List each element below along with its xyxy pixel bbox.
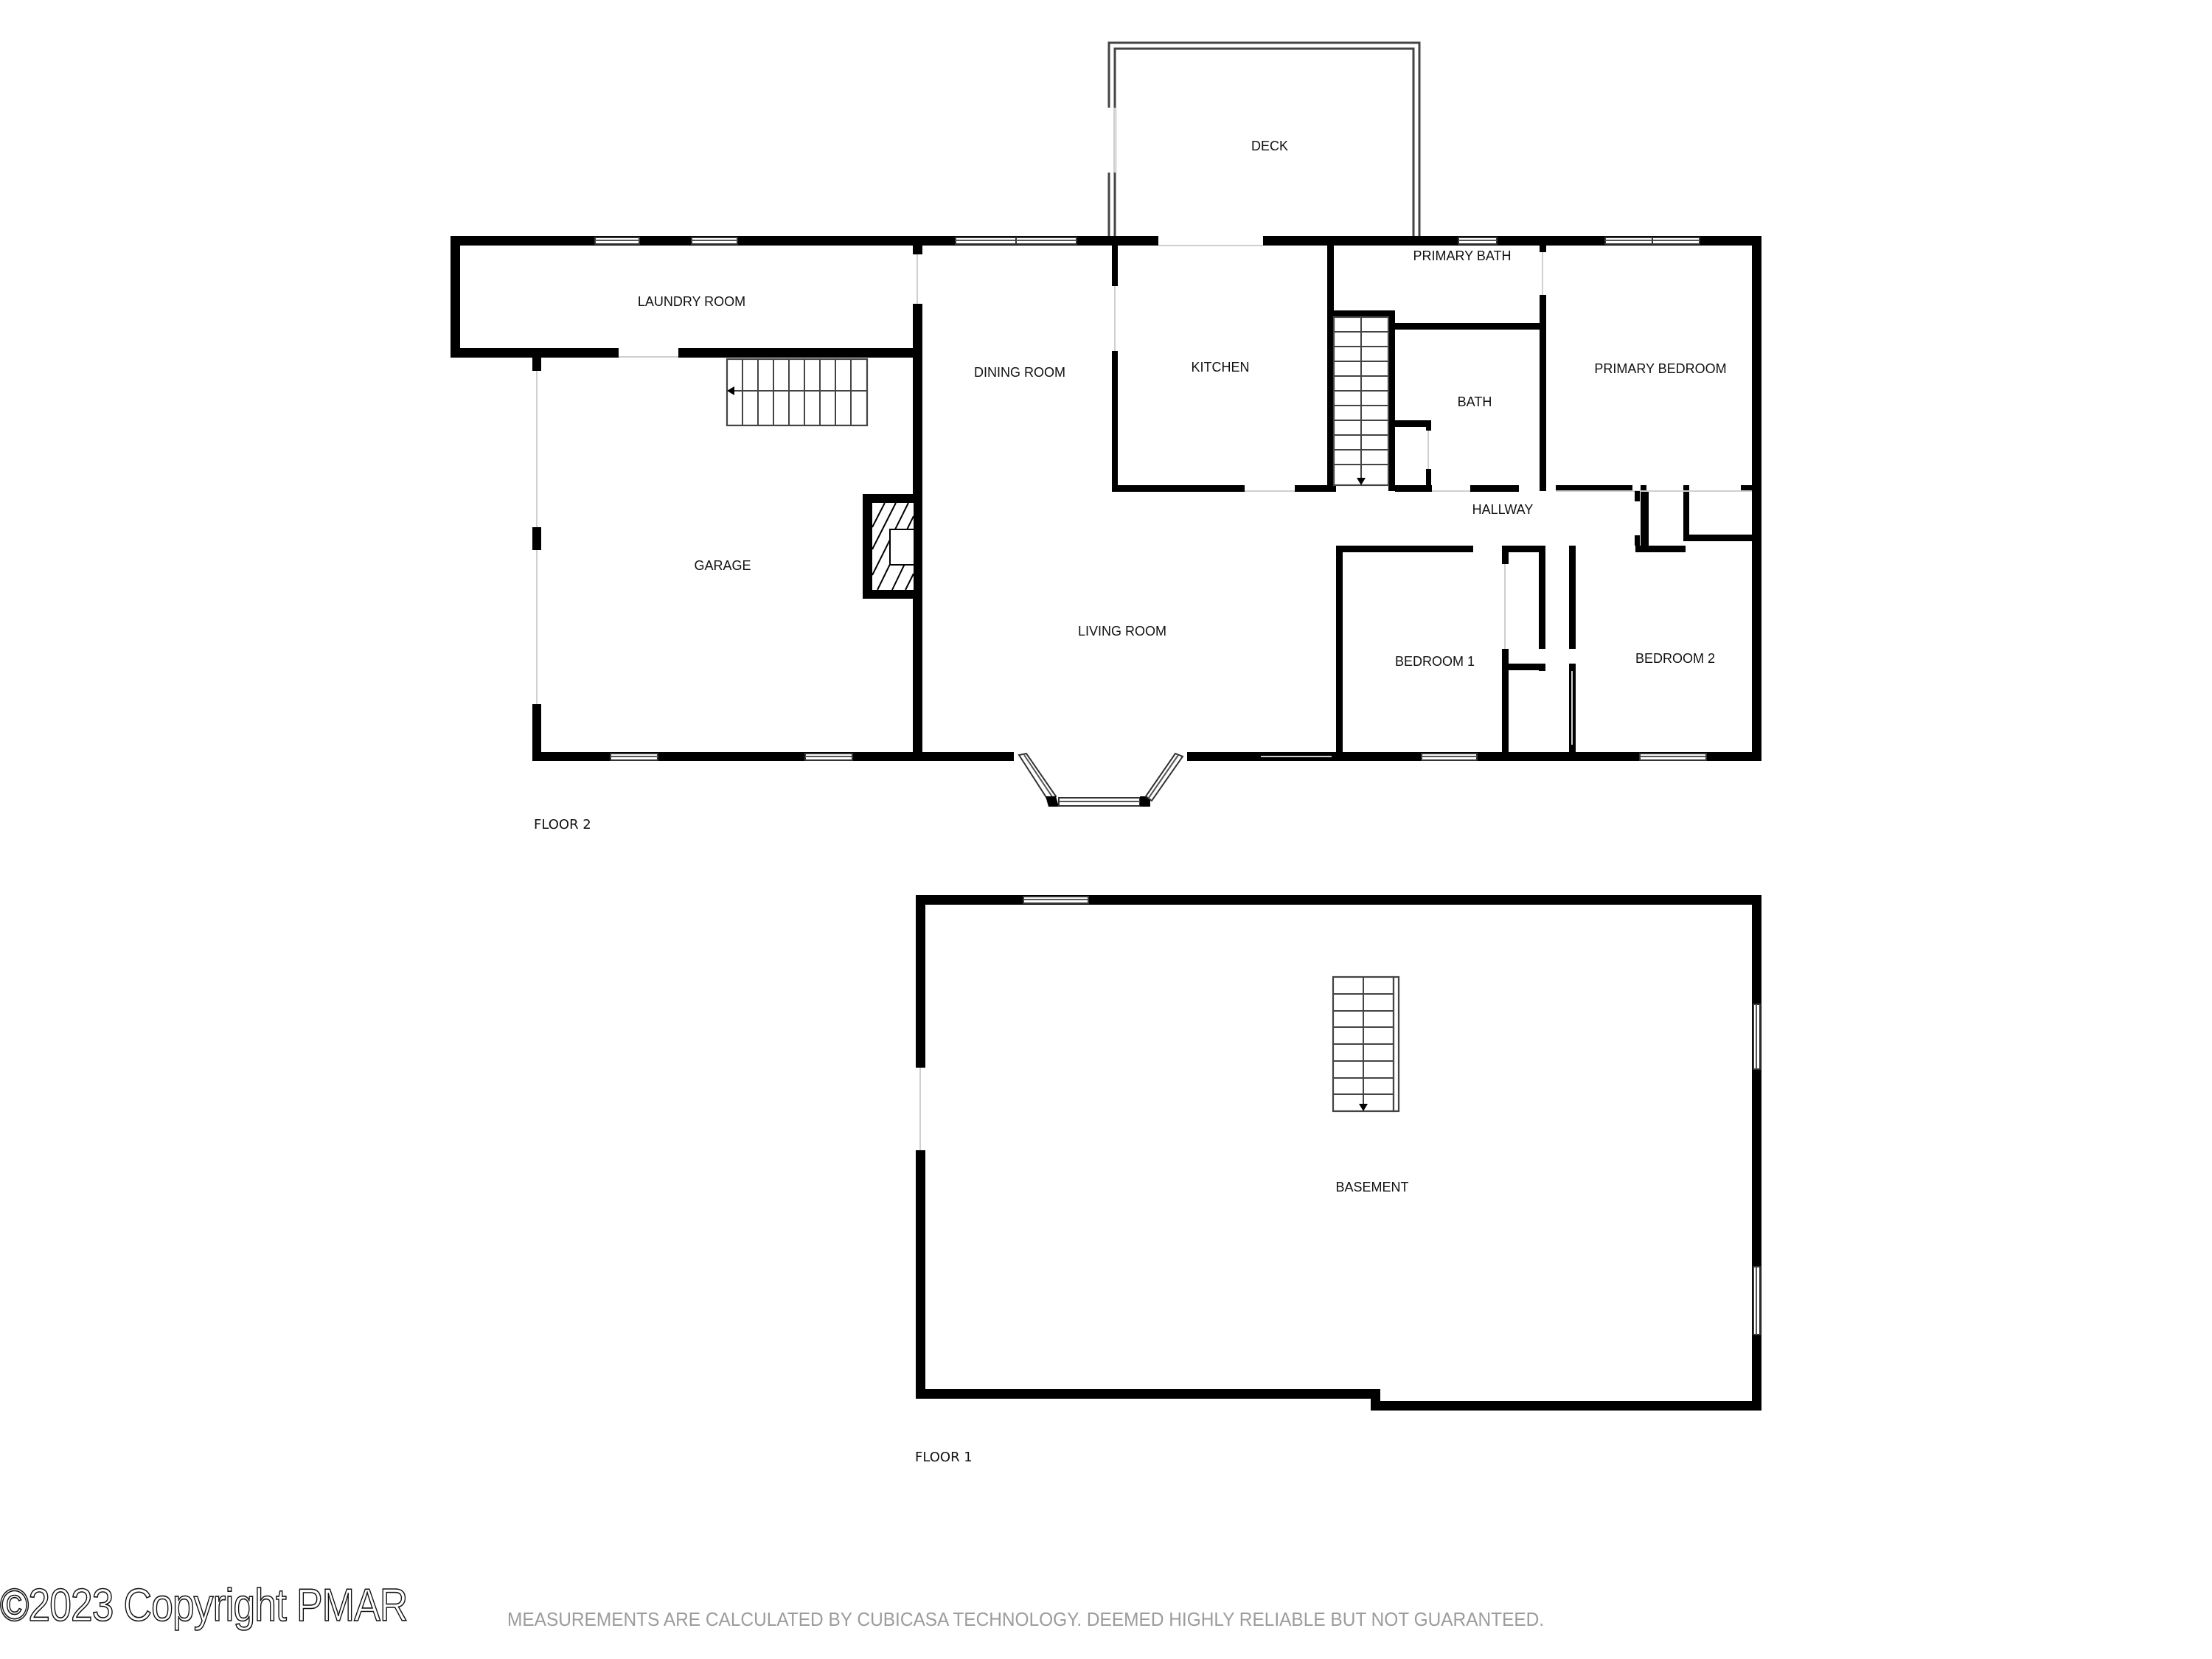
room-label-basement: BASEMENT bbox=[1335, 1180, 1408, 1194]
bedroom-walls bbox=[1336, 546, 1576, 761]
bay-window bbox=[1014, 751, 1187, 807]
windows-bottom bbox=[610, 753, 1707, 761]
stair-arrow-icon bbox=[727, 386, 734, 395]
basement-walls bbox=[916, 895, 1761, 1411]
room-label-dining-room: DINING ROOM bbox=[974, 365, 1065, 380]
hall-stairs bbox=[1327, 310, 1395, 491]
stair-arrow-icon bbox=[1357, 478, 1366, 485]
room-label-kitchen: KITCHEN bbox=[1191, 360, 1249, 375]
room-label-deck: DECK bbox=[1251, 139, 1288, 153]
basement-windows bbox=[1023, 896, 1761, 1335]
garage-walls bbox=[532, 358, 1343, 761]
room-label-primary-bath: PRIMARY BATH bbox=[1413, 248, 1511, 263]
floor-1-label: FLOOR 1 bbox=[915, 1450, 973, 1465]
fireplace-hatch bbox=[872, 502, 915, 591]
bath-walls bbox=[1395, 246, 1546, 492]
deck-outline bbox=[1107, 41, 1421, 240]
stair-arrow-icon bbox=[1359, 1104, 1368, 1111]
floor-1-plan: BASEMENT FLOOR 1 bbox=[915, 895, 1761, 1465]
laundry-room-walls bbox=[451, 236, 922, 358]
measurement-disclaimer: MEASUREMENTS ARE CALCULATED BY CUBICASA … bbox=[507, 1608, 1545, 1630]
room-label-bedroom-2: BEDROOM 2 bbox=[1635, 651, 1715, 666]
room-label-garage: GARAGE bbox=[694, 558, 751, 573]
windows-top bbox=[594, 237, 1700, 245]
floor-2-plan: DECK LAUNDRY ROOM DINING ROOM KITCHEN PR… bbox=[451, 41, 1761, 832]
primary-bedroom-walls bbox=[1556, 485, 1755, 552]
room-label-hallway: HALLWAY bbox=[1472, 502, 1534, 517]
room-label-primary-bedroom: PRIMARY BEDROOM bbox=[1594, 361, 1726, 376]
kitchen-walls bbox=[1112, 246, 1336, 492]
room-label-living-room: LIVING ROOM bbox=[1078, 624, 1166, 639]
room-label-bedroom-1: BEDROOM 1 bbox=[1395, 654, 1475, 669]
basement-stairs bbox=[1332, 975, 1400, 1113]
copyright-watermark: ©2023 Copyright PMAR bbox=[0, 1579, 408, 1632]
garage-stairs bbox=[726, 358, 869, 427]
room-label-laundry-room: LAUNDRY ROOM bbox=[638, 294, 745, 309]
room-label-bath: BATH bbox=[1458, 394, 1492, 409]
floor-2-label: FLOOR 2 bbox=[534, 817, 591, 832]
